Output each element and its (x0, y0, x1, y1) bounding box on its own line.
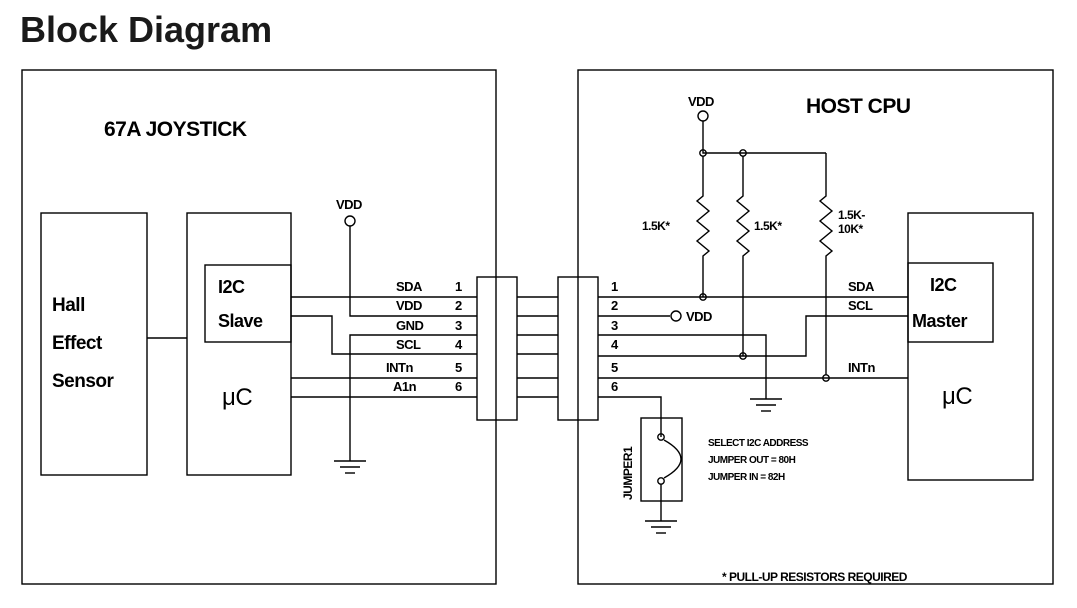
jumper-note-3: JUMPER IN = 82H (708, 472, 785, 483)
signal-label-a1n: A1n (393, 379, 417, 394)
left-pin-5: 5 (455, 360, 462, 375)
right-pin-6: 6 (611, 379, 618, 394)
connector-bridge-wires (517, 296, 558, 398)
i2c-master-block (907, 262, 994, 343)
host-intn-label: INTn (848, 360, 875, 375)
right-pin-1: 1 (611, 279, 618, 294)
jumper-note-1: SELECT I2C ADDRESS (708, 438, 809, 449)
left-pin-4: 4 (455, 337, 463, 352)
joystick-module-box (21, 69, 497, 585)
signal-label-intn: INTn (386, 360, 413, 375)
scl-junction (739, 352, 747, 360)
jumper-note-2: JUMPER OUT = 80H (708, 455, 796, 466)
signal-label-vdd: VDD (396, 298, 422, 313)
left-pin-2: 2 (455, 298, 462, 313)
resistor-r3 (818, 153, 834, 375)
resistor-r3-label-2: 10K* (838, 222, 864, 236)
jumper-pin-1 (657, 433, 665, 441)
connector-left (476, 276, 518, 421)
hall-label-1: Hall (52, 295, 85, 316)
left-vdd-terminal (344, 215, 356, 227)
i2c-master-label-1: I2C (930, 275, 957, 295)
hall-label-3: Sensor (52, 371, 115, 392)
scl-wire-right (598, 315, 908, 357)
i2c-master-label-2: Master (912, 311, 968, 331)
host-vdd-label: VDD (688, 94, 714, 109)
gnd-wire-left (349, 334, 477, 461)
vdd-rail (702, 121, 826, 154)
sda-junction (699, 293, 707, 301)
hall-sensor-block (40, 212, 148, 476)
i2c-slave-block (204, 264, 292, 343)
right-ground-symbol (750, 398, 782, 412)
master-uc-label: μC (942, 383, 972, 410)
host-vdd-terminal (697, 110, 709, 122)
joystick-title: 67A JOYSTICK (104, 118, 247, 141)
left-ground-symbol (334, 460, 366, 474)
pullup-footnote: * PULL-UP RESISTORS REQUIRED (722, 570, 908, 584)
left-pin-6: 6 (455, 379, 462, 394)
signal-label-gnd: GND (396, 318, 424, 333)
scl-wire-left (291, 315, 477, 355)
master-uc-block (907, 212, 1034, 481)
i2c-slave-label-2: Slave (218, 311, 263, 331)
host-title: HOST CPU (806, 95, 911, 118)
left-pin-3: 3 (455, 318, 462, 333)
left-vdd-label: VDD (336, 197, 362, 212)
right-pin-4: 4 (611, 337, 619, 352)
vdd-wire-left (349, 226, 477, 317)
resistor-r2-label: 1.5K* (754, 219, 782, 233)
right-pin-5: 5 (611, 360, 618, 375)
resistor-r2 (735, 156, 751, 356)
signal-label-sda: SDA (396, 279, 423, 294)
host-sda-label: SDA (848, 279, 875, 294)
slave-uc-block (186, 212, 292, 476)
host-module-box (577, 69, 1054, 585)
page-title: Block Diagram (20, 9, 273, 50)
right-pin-3: 3 (611, 318, 618, 333)
resistor-r1-label: 1.5K* (642, 219, 670, 233)
jumper-label: JUMPER1 (621, 446, 635, 500)
jumper-arc (663, 439, 682, 479)
slave-uc-label: μC (222, 384, 252, 411)
gnd-wire-right (598, 334, 767, 399)
pin2-vdd-terminal (670, 310, 682, 322)
signal-label-scl: SCL (396, 337, 421, 352)
resistor-r3-label-1: 1.5K- (838, 208, 865, 222)
resistor-r1 (695, 156, 711, 297)
intn-junction (822, 374, 830, 382)
i2c-slave-label-1: I2C (218, 277, 245, 297)
host-scl-label: SCL (848, 298, 873, 313)
jumper-pin-2 (657, 477, 665, 485)
pin2-vdd-label: VDD (686, 309, 712, 324)
hall-label-2: Effect (52, 333, 103, 354)
jumper-ground-symbol (645, 520, 677, 534)
right-pin-2: 2 (611, 298, 618, 313)
left-pin-1: 1 (455, 279, 462, 294)
a1n-wire-right (598, 396, 662, 437)
